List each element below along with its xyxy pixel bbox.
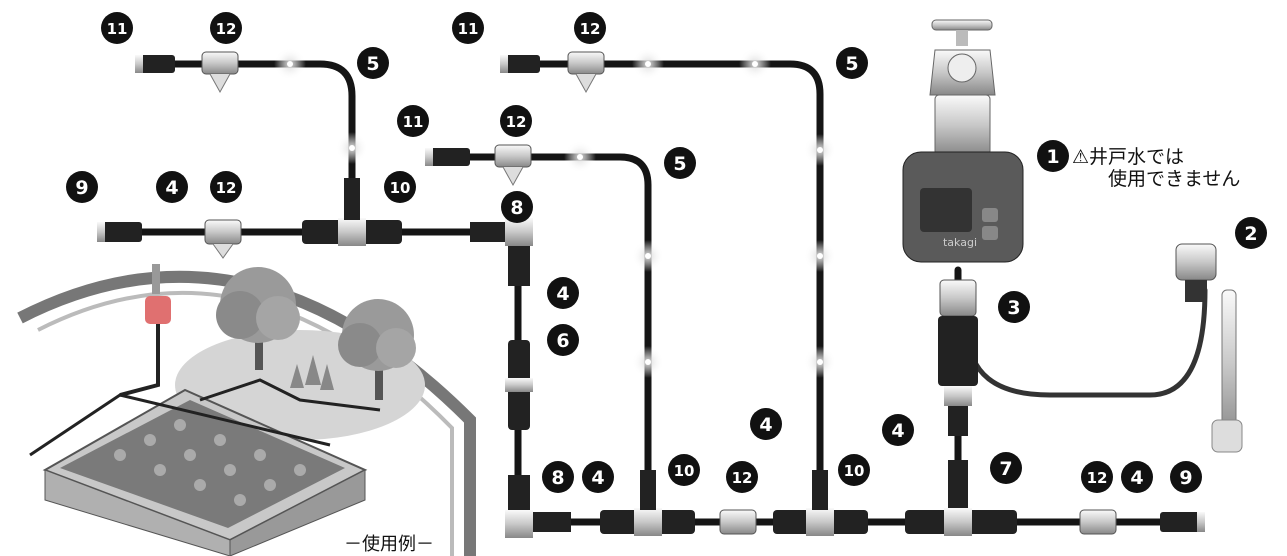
warning-triangle-icon: ⚠ — [1072, 146, 1090, 168]
svg-text:12: 12 — [506, 113, 527, 131]
warning-line-2: 使用できません — [1108, 168, 1241, 190]
stake-12 — [567, 51, 605, 94]
svg-text:2: 2 — [1244, 223, 1257, 245]
svg-text:4: 4 — [1130, 467, 1143, 489]
elbow-8 — [505, 475, 571, 538]
stake-12 — [1079, 509, 1117, 535]
tee-10 — [600, 470, 695, 536]
callout-9: 9 — [1170, 461, 1202, 493]
callout-11: 11 — [452, 12, 484, 44]
svg-text:9: 9 — [75, 177, 88, 199]
callout-2: 2 — [1235, 217, 1267, 249]
callout-4: 4 — [156, 171, 188, 203]
svg-text:3: 3 — [1007, 297, 1020, 319]
stake-12 — [719, 509, 757, 535]
svg-text:4: 4 — [591, 467, 604, 489]
callout-9: 9 — [66, 171, 98, 203]
drip-holes — [274, 48, 836, 378]
brand-label: takagi — [943, 236, 977, 249]
stake-12 — [204, 219, 242, 259]
svg-text:11: 11 — [107, 20, 128, 38]
tee-7 — [905, 460, 1017, 536]
end-plug-11 — [425, 148, 470, 166]
tee-10 — [773, 470, 868, 536]
callout-3: 3 — [998, 291, 1030, 323]
svg-text:5: 5 — [845, 53, 858, 75]
callout-4: 4 — [582, 461, 614, 493]
svg-text:12: 12 — [216, 20, 237, 38]
callout-4: 4 — [1121, 461, 1153, 493]
callout-11: 11 — [397, 105, 429, 137]
end-plug-11 — [500, 55, 540, 73]
svg-text:4: 4 — [165, 177, 178, 199]
callout-4: 4 — [547, 277, 579, 309]
svg-text:4: 4 — [891, 420, 904, 442]
end-plug-9 — [97, 222, 142, 242]
svg-text:1: 1 — [1046, 146, 1059, 168]
svg-text:7: 7 — [999, 458, 1012, 480]
callout-10: 10 — [384, 171, 416, 203]
callout-10: 10 — [838, 454, 870, 486]
end-plug-9 — [1160, 512, 1205, 532]
callout-12: 12 — [726, 461, 758, 493]
svg-text:11: 11 — [403, 113, 424, 131]
fittings — [97, 51, 1205, 538]
callout-10: 10 — [668, 454, 700, 486]
callout-6: 6 — [547, 324, 579, 356]
svg-text:11: 11 — [458, 20, 479, 38]
flower-bed — [29, 378, 381, 556]
timer-controller: takagi — [902, 151, 1024, 263]
warning-line-1: 井戸水では — [1089, 146, 1185, 168]
svg-text:10: 10 — [674, 462, 695, 480]
svg-text:5: 5 — [366, 53, 379, 75]
usage-example-inset — [17, 264, 476, 556]
elbow-8 — [470, 218, 533, 286]
usage-example-caption: －使用例－ — [340, 530, 438, 556]
callout-11: 11 — [101, 12, 133, 44]
svg-text:4: 4 — [556, 283, 569, 305]
callout-12: 12 — [574, 12, 606, 44]
svg-text:12: 12 — [216, 179, 237, 197]
tree-icon — [338, 299, 416, 400]
callout-5: 5 — [836, 47, 868, 79]
joint-6 — [505, 340, 533, 430]
stake-12 — [494, 144, 532, 187]
svg-text:5: 5 — [673, 153, 686, 175]
callout-4: 4 — [882, 414, 914, 446]
callout-5: 5 — [357, 47, 389, 79]
tee-10 — [302, 178, 402, 246]
callout-7: 7 — [990, 452, 1022, 484]
svg-text:12: 12 — [1087, 469, 1108, 487]
callout-12: 12 — [500, 105, 532, 137]
callout-4: 4 — [750, 408, 782, 440]
callout-5: 5 — [664, 147, 696, 179]
sensor-2 — [1175, 243, 1243, 453]
svg-text:8: 8 — [551, 467, 564, 489]
callout-12: 12 — [210, 171, 242, 203]
tree-icon — [216, 267, 300, 370]
callout-8: 8 — [542, 461, 574, 493]
svg-text:12: 12 — [580, 20, 601, 38]
svg-text:10: 10 — [844, 462, 865, 480]
end-plug-11 — [135, 55, 175, 73]
svg-text:10: 10 — [390, 179, 411, 197]
svg-text:8: 8 — [510, 197, 523, 219]
stake-12 — [201, 51, 239, 94]
well-water-warning: ⚠井戸水では 使用できません — [1072, 146, 1240, 190]
faucet-icon — [929, 19, 996, 156]
callout-1: 1 — [1037, 140, 1069, 172]
svg-text:9: 9 — [1179, 467, 1192, 489]
callout-12: 12 — [210, 12, 242, 44]
callout-8: 8 — [501, 191, 533, 223]
svg-text:6: 6 — [556, 330, 569, 352]
svg-text:4: 4 — [759, 414, 772, 436]
svg-text:12: 12 — [732, 469, 753, 487]
connector-3 — [938, 279, 978, 436]
callout-12: 12 — [1081, 461, 1113, 493]
